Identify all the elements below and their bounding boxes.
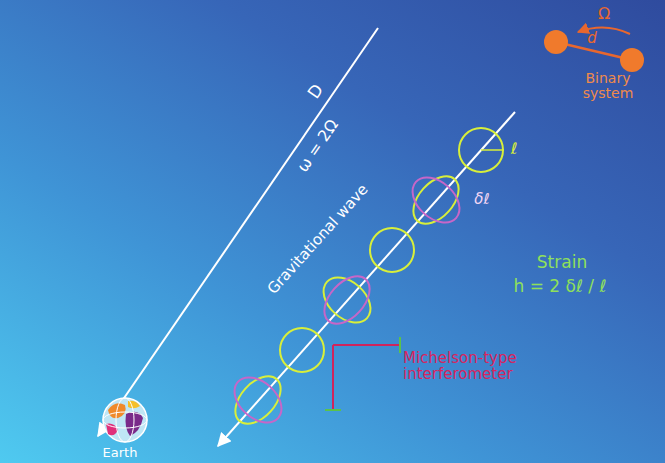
length-label: ℓ <box>511 140 518 158</box>
strain-rings <box>219 128 503 439</box>
frequency-label: ω = 2Ω <box>294 117 342 176</box>
distance-label: D <box>305 80 328 101</box>
interferometer-symbol <box>325 337 400 410</box>
separation-label: d <box>587 30 597 47</box>
system-label: Binary system <box>578 71 638 102</box>
strain-label: Strain <box>537 253 587 272</box>
length-change-label: δℓ <box>474 191 489 208</box>
instrument-label: Michelson-type interferometer <box>403 350 533 383</box>
wave-axis-arrow <box>218 112 515 446</box>
radius-leader <box>481 149 504 151</box>
earth-globe <box>103 398 147 442</box>
distance-arrow <box>98 28 378 436</box>
wave-label: Gravitational wave <box>265 181 372 297</box>
earth-label: Earth <box>103 446 138 460</box>
rotation-symbol: Ω <box>598 5 610 23</box>
strain-formula: h = 2 δℓ / ℓ <box>513 277 606 296</box>
binary-system <box>544 27 644 72</box>
